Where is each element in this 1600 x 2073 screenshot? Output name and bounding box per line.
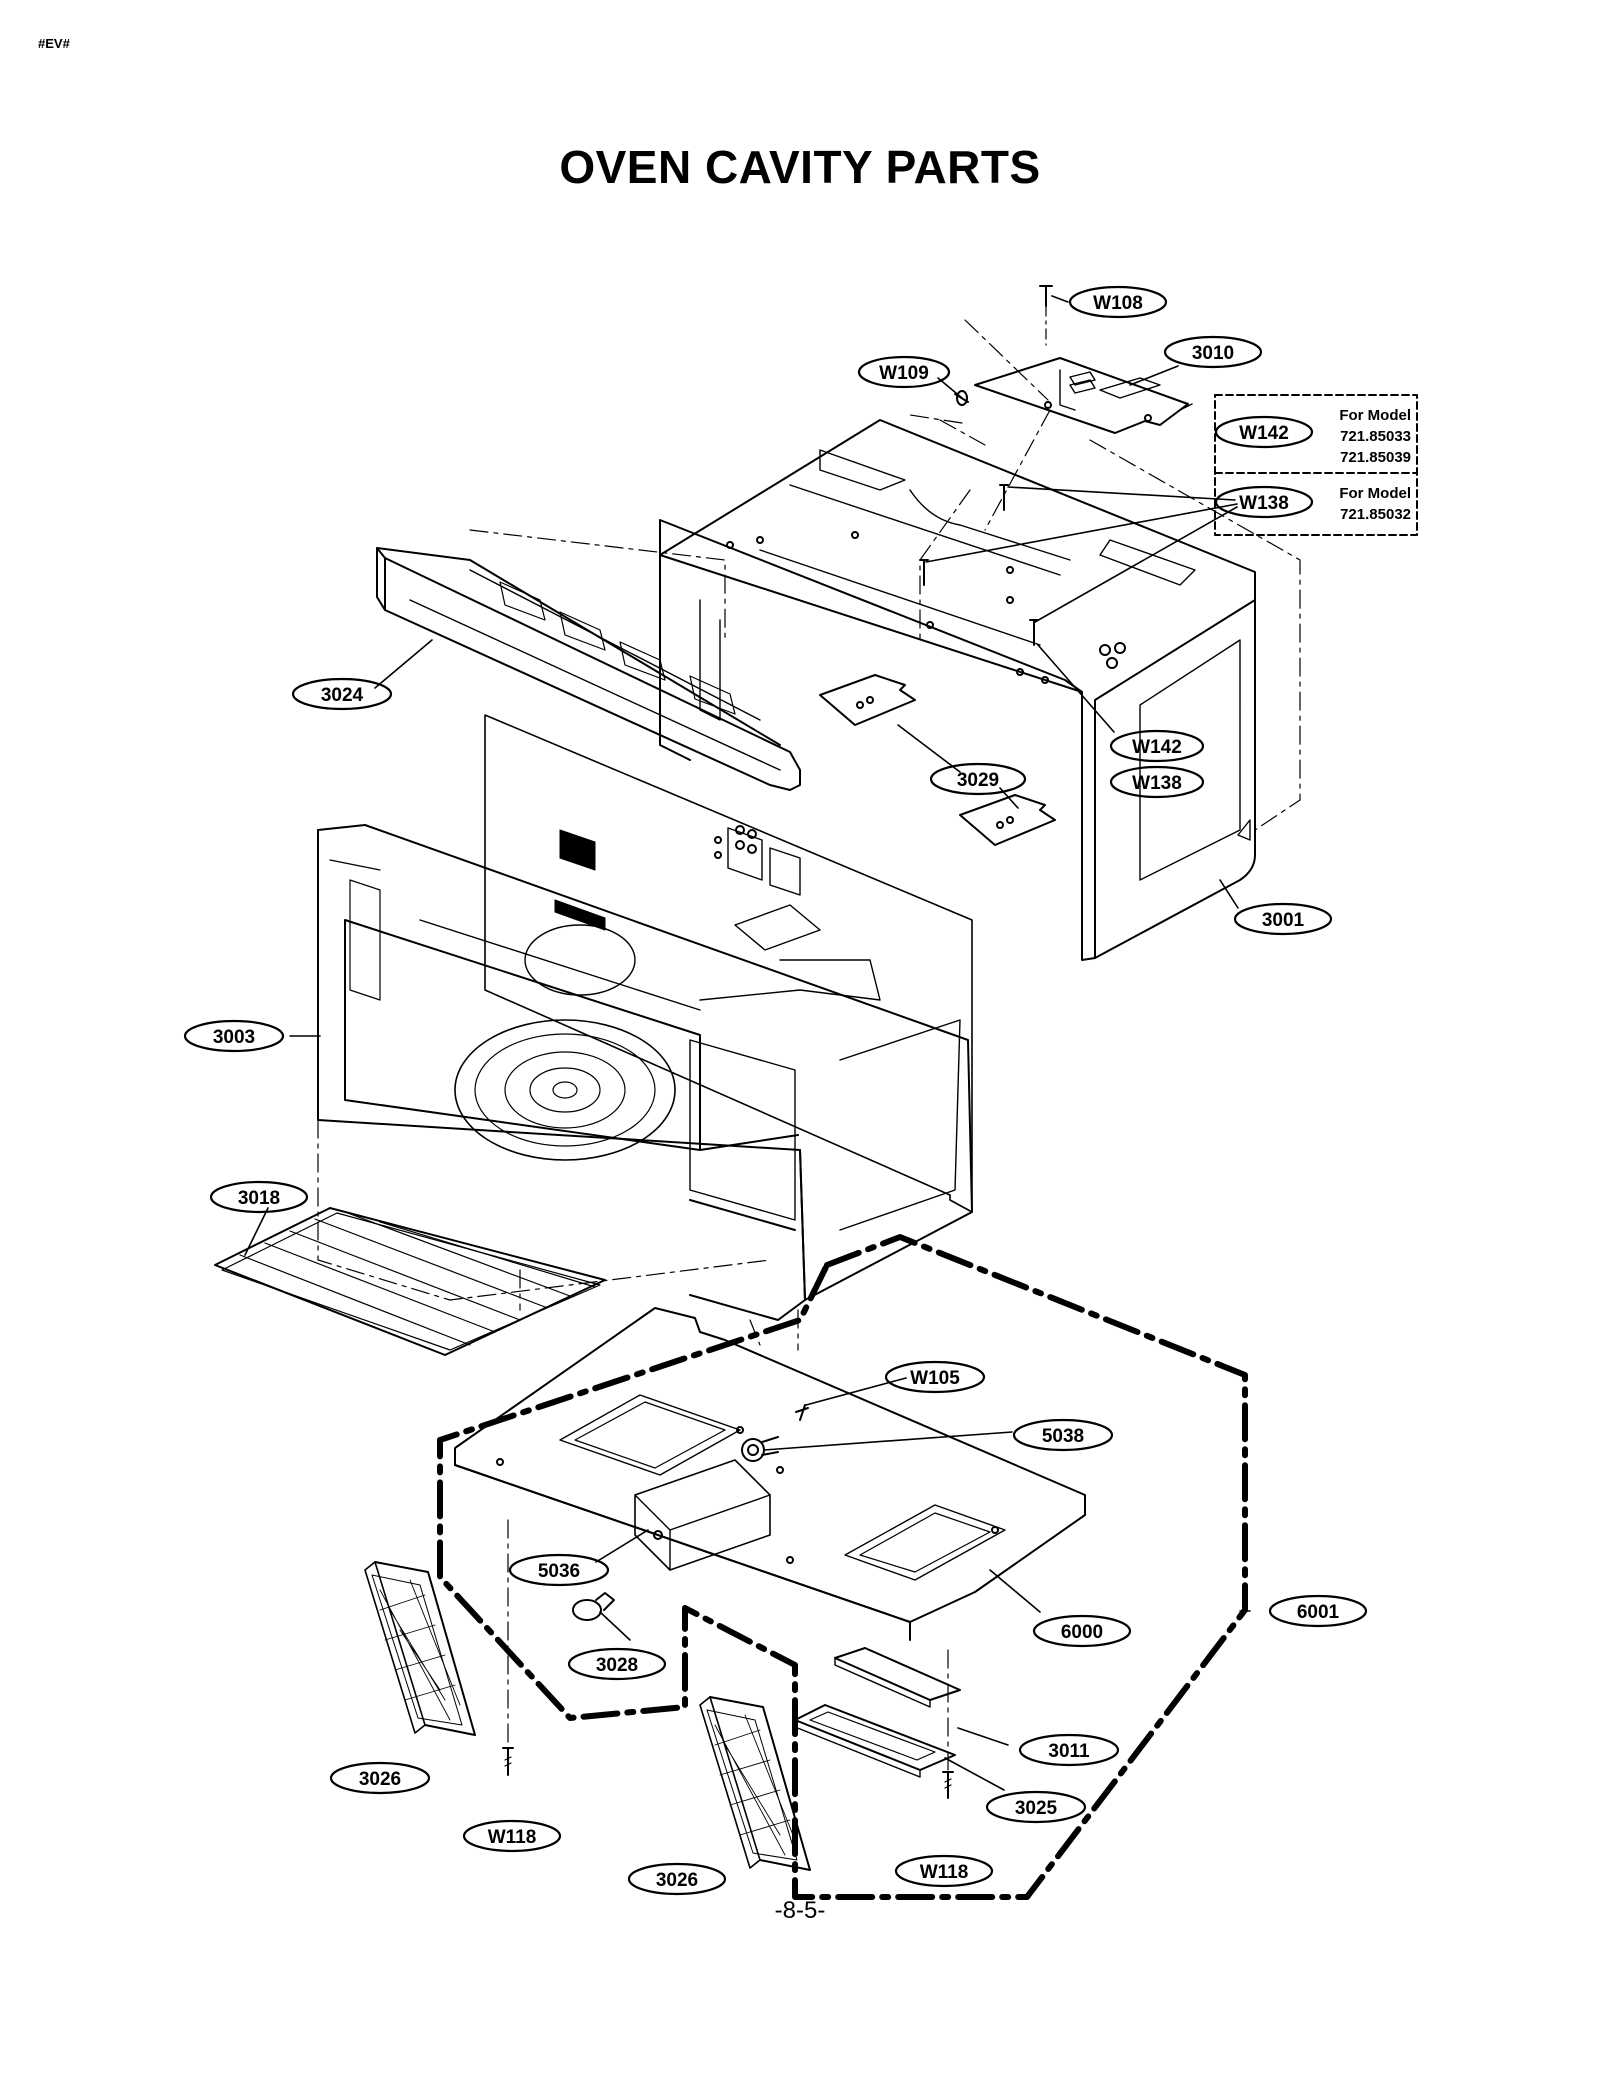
grease-filter-left (364, 1561, 476, 1736)
screw-w138-a (999, 484, 1009, 511)
grease-filter-bottom (699, 1696, 811, 1871)
model-note-lower-model-1: 721.85032 (1340, 506, 1411, 523)
callout-5036: 5036 (538, 1561, 580, 1582)
callout-6001: 6001 (1297, 1602, 1340, 1623)
callout-3026-left: 3026 (359, 1769, 401, 1790)
screw-w138-b (919, 559, 929, 586)
callout-w109: W109 (879, 363, 929, 384)
frame-3025 (794, 1704, 956, 1778)
inner-cavity-part (317, 714, 973, 1321)
corner-tag: #EV# (38, 36, 70, 51)
model-note-lower-title: For Model (1339, 485, 1411, 502)
callout-3011: 3011 (1048, 1741, 1090, 1762)
screw-w118-right (942, 1771, 954, 1799)
callout-ellipses (183, 285, 1368, 1896)
callout-3025: 3025 (1015, 1798, 1058, 1819)
screw-w108 (1039, 285, 1053, 346)
callout-3024: 3024 (321, 685, 364, 706)
callout-w118-left: W118 (488, 1827, 537, 1848)
callout-3028: 3028 (596, 1655, 638, 1676)
callout-6000: 6000 (1061, 1622, 1103, 1643)
callout-5038: 5038 (1042, 1426, 1084, 1447)
callout-w142-top: W142 (1239, 423, 1289, 444)
callout-3001: 3001 (1262, 910, 1305, 931)
screw-w142 (1029, 619, 1039, 646)
screw-w105 (795, 1404, 809, 1421)
callout-3003: 3003 (213, 1027, 255, 1048)
callout-3026-bottom: 3026 (656, 1870, 698, 1891)
bracket-3029-upper (819, 674, 916, 726)
callout-w118-right: W118 (920, 1862, 969, 1883)
callout-w105: W105 (910, 1368, 960, 1389)
page-number: -8-5- (774, 1897, 826, 1924)
bracket-3029-lower (959, 794, 1056, 846)
bottom-plate-part (454, 1307, 1086, 1641)
callout-3010: 3010 (1192, 343, 1234, 364)
model-note-upper-model-2: 721.85039 (1340, 449, 1411, 466)
front-panel-part (376, 547, 801, 791)
assembly-boundary-6001 (437, 1234, 1248, 1900)
screw-w118-left (502, 1747, 514, 1776)
callout-3018: 3018 (238, 1188, 280, 1209)
callout-3029: 3029 (957, 770, 999, 791)
wire-rack-part (214, 1207, 606, 1356)
callout-w138-top: W138 (1239, 493, 1289, 514)
top-plate-part (974, 357, 1193, 434)
callout-w142-side: W142 (1132, 737, 1182, 758)
model-note-upper-title: For Model (1339, 407, 1411, 424)
model-note-box (1214, 394, 1418, 536)
lamp-part (572, 1592, 615, 1621)
callout-w108: W108 (1093, 293, 1143, 314)
vent-cover-3011 (834, 1647, 961, 1708)
outer-case-part (659, 419, 1256, 961)
callout-w138-side: W138 (1132, 773, 1182, 794)
page-title: OVEN CAVITY PARTS (559, 141, 1041, 193)
model-note-upper-model-1: 721.85033 (1340, 428, 1411, 445)
